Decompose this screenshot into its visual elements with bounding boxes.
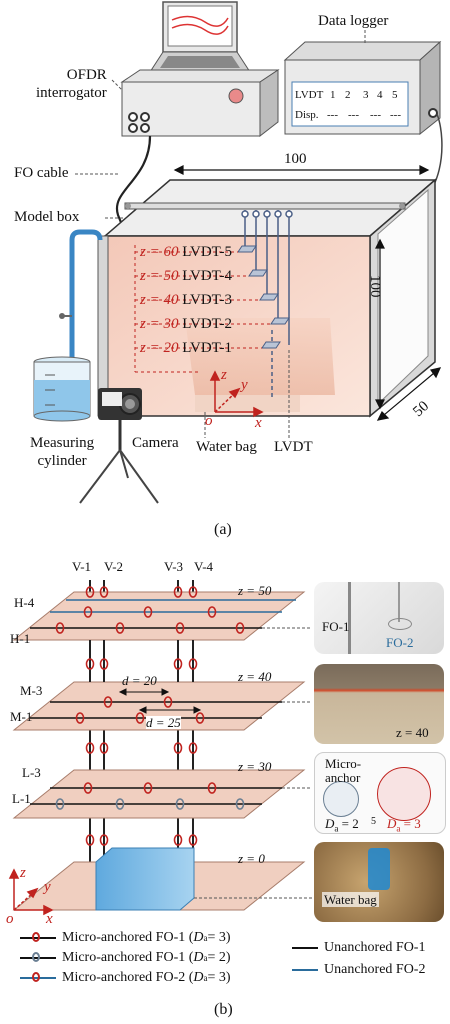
photo-label-da2: Da = 2 [325, 816, 359, 834]
spacing-d20: d = 20 [122, 673, 157, 688]
photo-label-fo2: FO-2 [386, 635, 414, 650]
dim-height-label: 100 [367, 275, 383, 298]
caption-b: (b) [214, 1001, 233, 1018]
caption-a: (a) [214, 521, 232, 538]
axis-b-z: z [20, 865, 26, 881]
fo-cable-label: FO cable [14, 165, 69, 181]
fo-cable [115, 135, 152, 226]
data-logger-icon [283, 40, 442, 136]
legend-swatch-fo1-da3 [20, 932, 56, 944]
axis-a-o: o [205, 413, 213, 429]
axis-b-o: o [6, 911, 14, 927]
legend-item-unanchored-fo2: Unanchored FO-2 [292, 962, 425, 978]
photo-water-bag: Water bag [314, 842, 444, 922]
photo-label-da3: Da = 3 [387, 816, 421, 834]
layer-label-h4: H-4 [14, 595, 35, 610]
vertical-label-v1: V-1 [72, 559, 92, 574]
legend-item-unanchored-fo1: Unanchored FO-1 [292, 940, 425, 956]
z-label-0: z = 0 [238, 851, 265, 866]
photo-label-five: 5 [371, 816, 376, 827]
axis-b-x: x [46, 911, 53, 927]
dim-width-label: 100 [284, 151, 307, 167]
z-label-50: z = 50 [238, 583, 272, 598]
axis-b-y: y [44, 879, 51, 895]
dimension-arrows [173, 165, 442, 421]
axis-a-y: y [241, 377, 248, 393]
model-box [97, 178, 438, 418]
logger-col-2: 2 [345, 89, 351, 101]
measuring-cylinder-label: Measuring cylinder [30, 435, 95, 469]
data-logger-label: Data logger [318, 13, 389, 29]
logger-col-1: 1 [330, 89, 336, 101]
plane-z30 [12, 769, 306, 819]
logger-dash-4: --- [390, 109, 401, 121]
photo-fo-sensors: FO-1 FO-2 [314, 582, 444, 654]
vertical-label-v2: V-2 [104, 559, 124, 574]
logger-dash-3: --- [370, 109, 381, 121]
logger-header-lvdt: LVDT [295, 89, 324, 101]
spacing-d25: d = 25 [146, 715, 181, 730]
photo-label-water-bag: Water bag [322, 892, 379, 907]
photo-label-z40: z = 40 [396, 725, 429, 740]
z-label-30: z = 30 [238, 759, 272, 774]
legend-swatch-fo1-da2 [20, 952, 56, 964]
logger-col-5: 5 [392, 89, 398, 101]
laptop-icon [149, 1, 251, 73]
lvdt-row-5: z = 60 LVDT-5 [140, 244, 232, 260]
layer-label-h1: H-1 [10, 631, 31, 646]
model-box-label: Model box [14, 209, 80, 225]
camera-label: Camera [132, 435, 179, 451]
layer-label-l1: L-1 [12, 791, 31, 806]
lvdt-row-1: z = 20 LVDT-1 [140, 340, 232, 356]
photo-label-fo1: FO-1 [322, 619, 350, 634]
photo-label-micro-anchor: Micro- anchor [325, 756, 362, 785]
legend-swatch-fo2-da3 [20, 972, 56, 984]
lvdt-label: LVDT [274, 439, 313, 455]
layer-label-m1: M-1 [10, 709, 33, 724]
logger-col-3: 3 [363, 89, 369, 101]
axis-a-x: x [255, 415, 262, 431]
water-bag-block [95, 847, 195, 911]
logger-row-disp: Disp. [295, 109, 319, 121]
lvdt-row-3: z = 40 LVDT-3 [140, 292, 232, 308]
micro-anchor-rings [55, 586, 245, 846]
axis-icon-a [209, 370, 264, 418]
lvdt-rail [124, 202, 406, 210]
lvdt-level-lines [134, 245, 271, 373]
z-label-40: z = 40 [238, 669, 272, 684]
axis-icon-b [8, 868, 54, 916]
vertical-label-v3: V-3 [164, 559, 184, 574]
layer-label-m3: M-3 [20, 683, 43, 698]
camera-icon [79, 388, 159, 504]
water-bag-label: Water bag [196, 439, 257, 455]
photo-micro-anchor: Micro- anchor Da = 2 Da = 3 5 [314, 752, 446, 834]
lvdt-row-4: z = 50 LVDT-4 [140, 268, 232, 284]
logger-dash-1: --- [327, 109, 338, 121]
axis-a-z: z [221, 367, 227, 383]
logger-col-4: 4 [377, 89, 383, 101]
lvdt-row-2: z = 30 LVDT-2 [140, 316, 232, 332]
vertical-label-v4: V-4 [194, 559, 214, 574]
photo-model-section: z = 40 [314, 664, 444, 744]
lvdt-rods [244, 210, 290, 400]
logger-dash-2: --- [348, 109, 359, 121]
plane-z50 [12, 591, 306, 641]
layer-label-l3: L-3 [22, 765, 41, 780]
ofdr-label: OFDR interrogator [36, 67, 107, 101]
measuring-cylinder-icon [33, 229, 103, 422]
ofdr-interrogator-icon [120, 69, 280, 138]
